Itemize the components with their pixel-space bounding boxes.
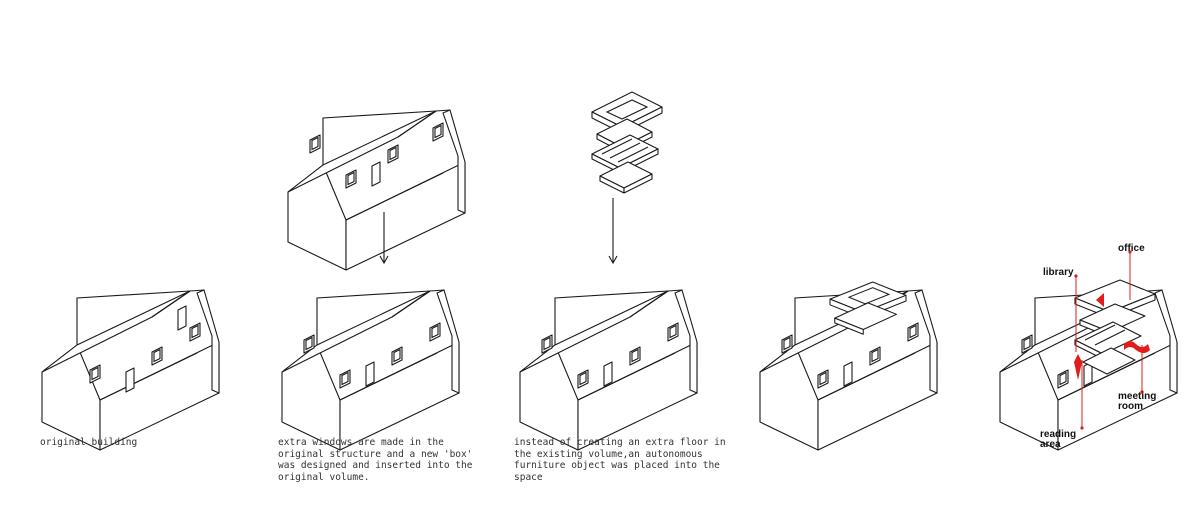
furniture-inside [829,281,907,335]
caption-furniture-object: instead of creating an extra floor in th… [514,437,726,483]
furniture-object [591,91,663,194]
label-library: library [1043,267,1074,278]
label-office: office [1118,243,1145,254]
house-programme [999,289,1178,451]
programme-leaders [1074,250,1150,430]
house-autonomous [519,289,698,451]
house-original [41,289,220,451]
furniture-programme [1074,279,1156,375]
caption-original-building: original building [40,437,138,448]
house-extra-windows-top [287,109,466,271]
caption-extra-windows: extra windows are made in the original s… [278,437,473,483]
label-reading-area: reading area [1040,429,1077,450]
house-extra-windows [281,289,460,451]
label-meeting-room: meeting room [1118,391,1157,412]
